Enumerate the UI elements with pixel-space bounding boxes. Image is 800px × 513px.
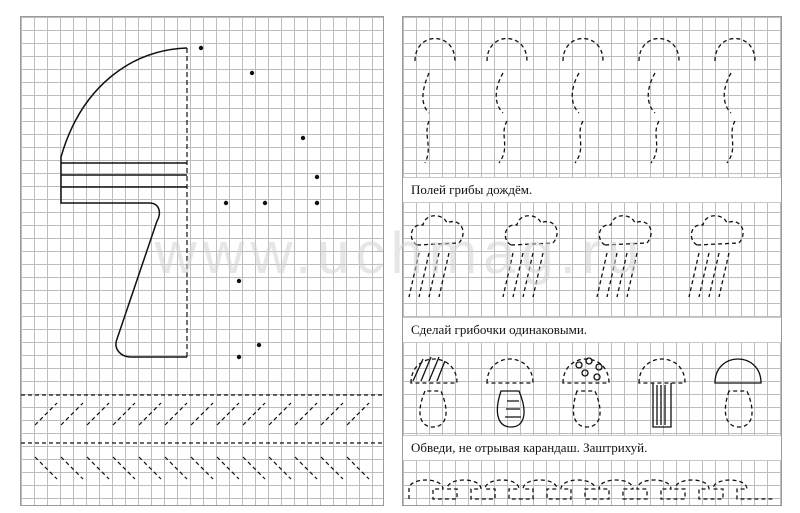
dot (236, 354, 242, 360)
mushroom-half-outline (60, 47, 188, 358)
instruction-rain: Полей грибы дождём. (403, 177, 781, 203)
instruction-same-mushrooms: Сделай грибочки одинаковыми. (403, 317, 781, 343)
dot (262, 200, 268, 206)
dot (300, 135, 306, 141)
dashed-clouds-row (408, 215, 744, 298)
instruction-trace: Обведи, не отрывая карандаш. Заштрихуй. (403, 435, 781, 461)
dot (314, 174, 320, 180)
right-worksheet-page: Полей грибы дождём. Сделай грибочки один… (402, 16, 782, 506)
mushrooms-to-match-row (410, 356, 762, 428)
tracing-canvas (408, 37, 773, 500)
dot (236, 278, 242, 284)
mushroom-chain-tracing-row (408, 479, 773, 500)
dot (223, 200, 229, 206)
mirror-dots (198, 45, 320, 360)
dot (256, 342, 262, 348)
dot (249, 70, 255, 76)
dot (314, 200, 320, 206)
mushroom-drawing-canvas (21, 45, 383, 480)
herringbone-tracing-band (21, 394, 383, 480)
left-worksheet-page (20, 16, 384, 506)
dot (198, 45, 204, 51)
dashed-mushroom-row-1 (414, 37, 756, 164)
